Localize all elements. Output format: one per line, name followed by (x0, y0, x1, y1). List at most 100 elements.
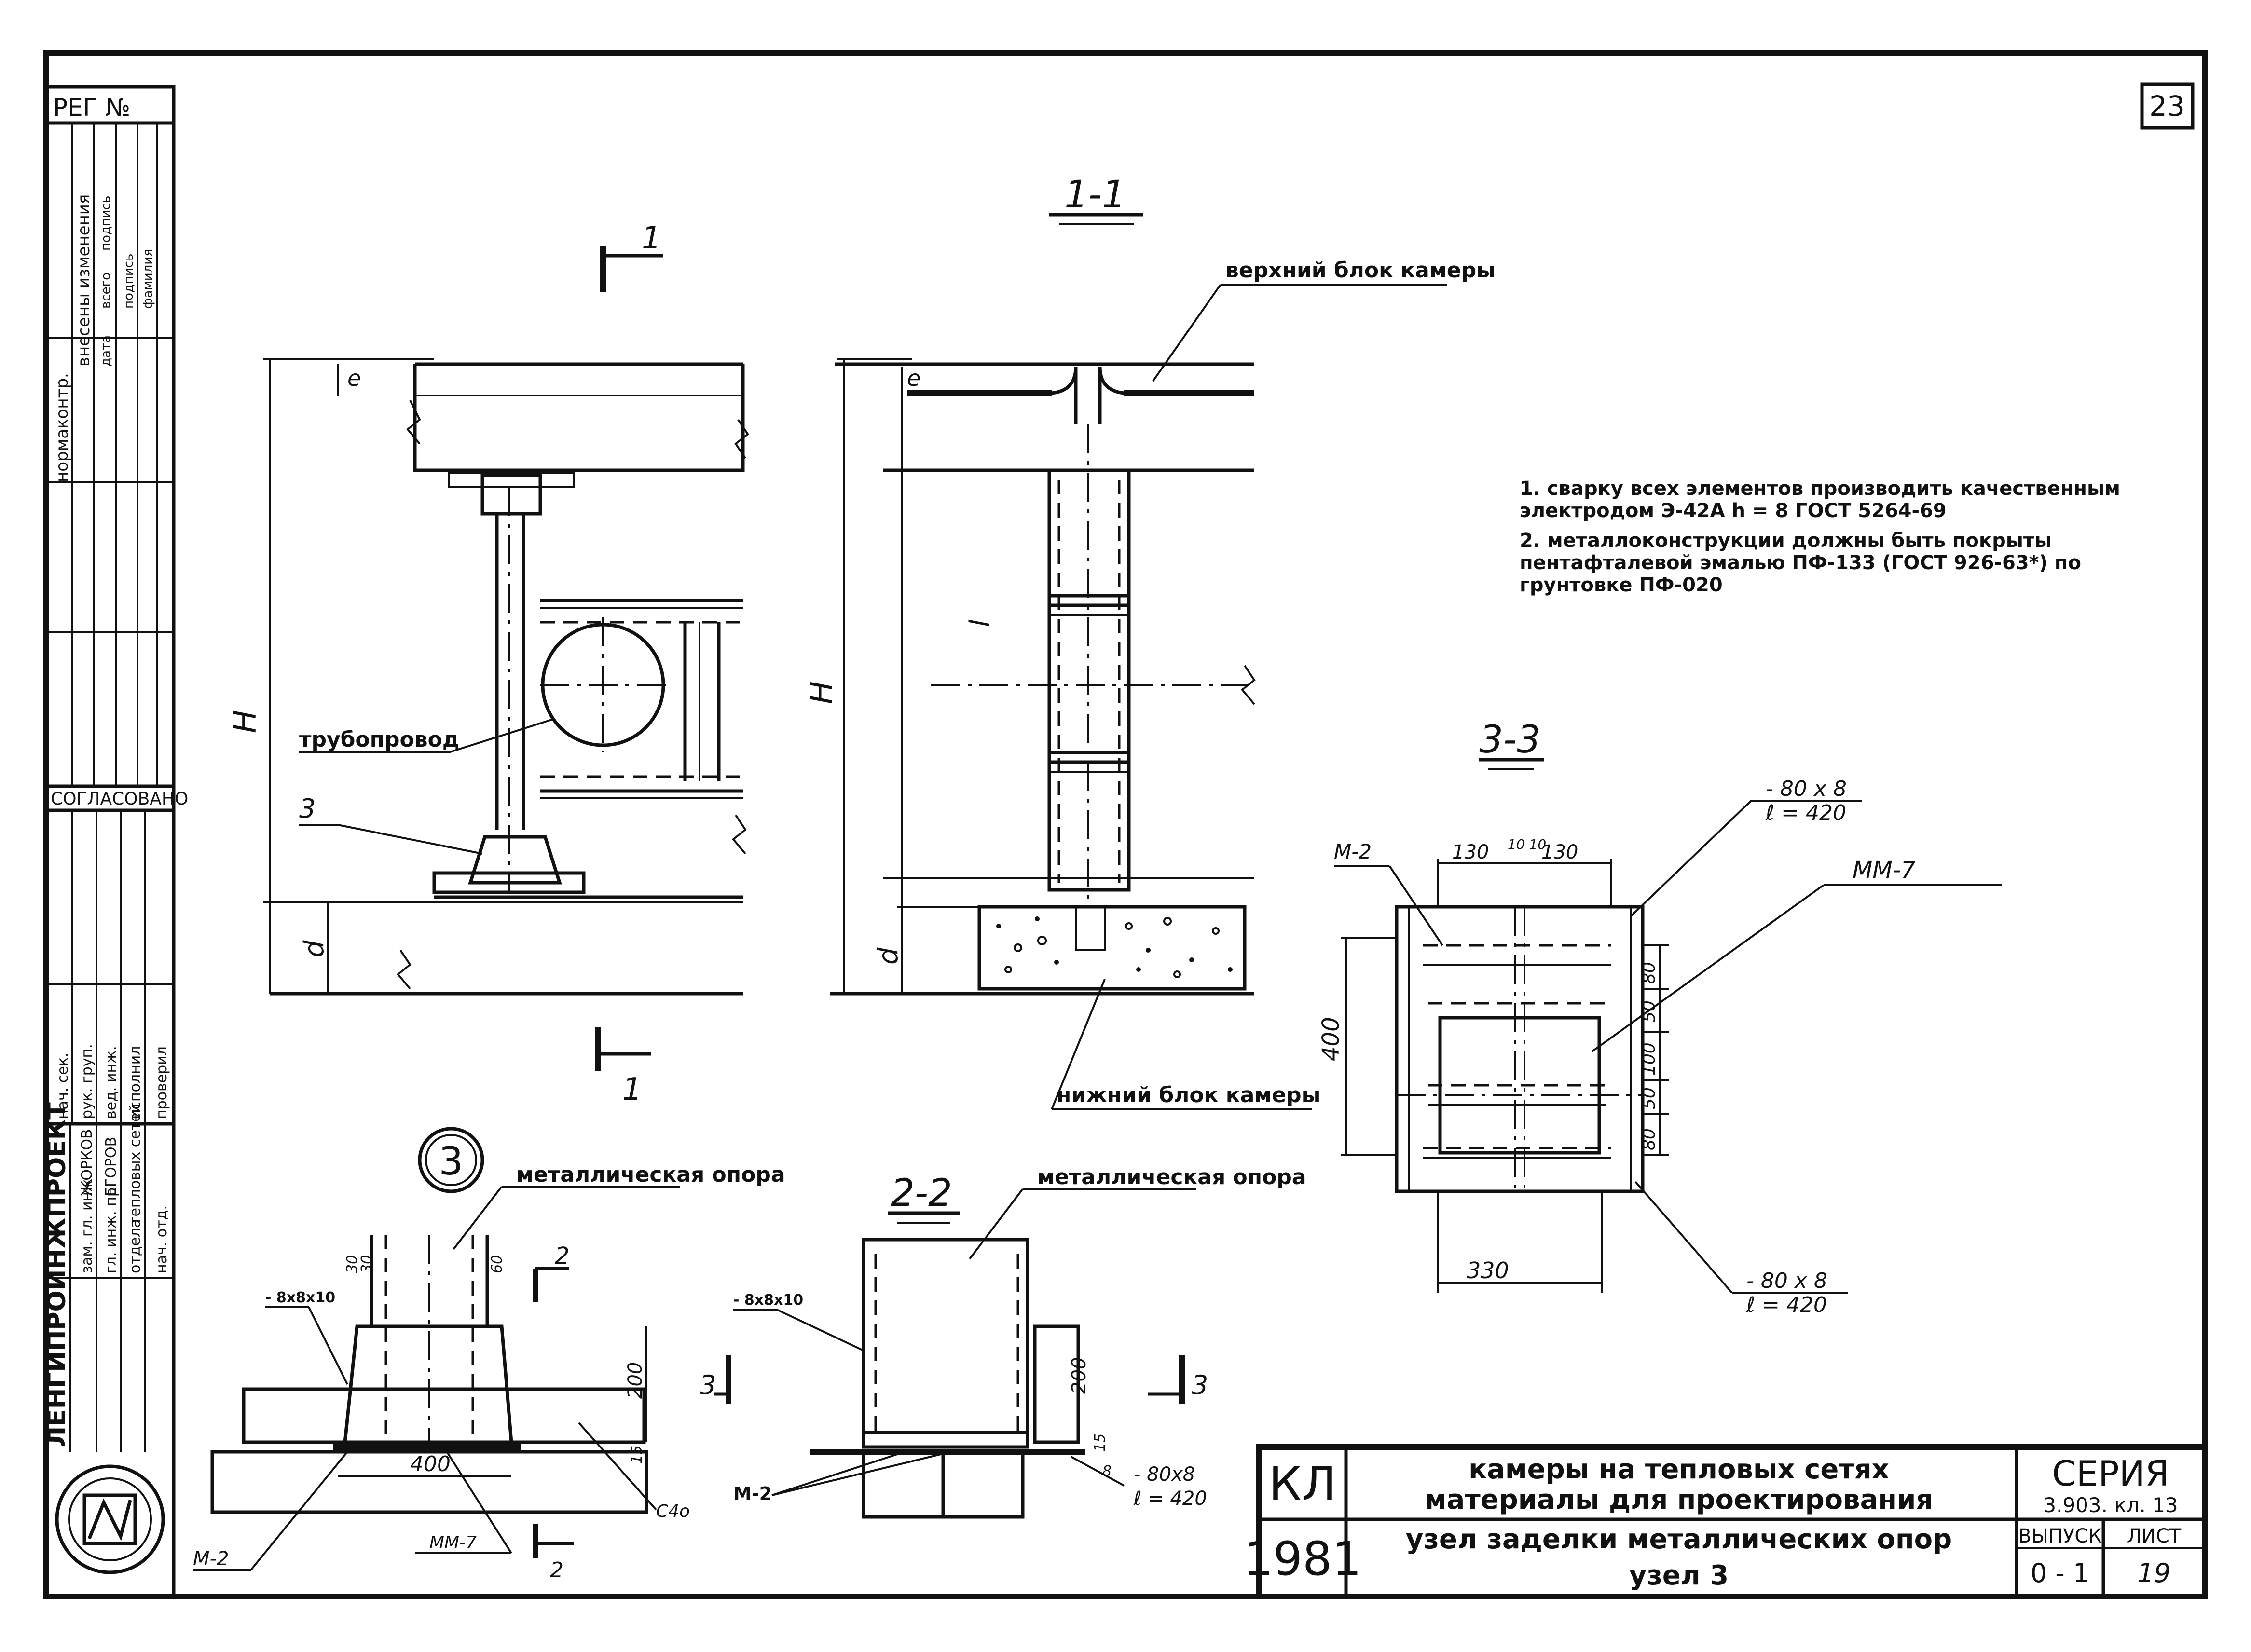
stamp-row-role: проверил (153, 1046, 170, 1119)
dim-height: 200 (624, 1362, 646, 1399)
stamp-row-role: рук. груп. (79, 1044, 96, 1119)
note-2: 2. металлоконструкции должны быть покрыт… (1520, 530, 2081, 596)
label-plate-len: ℓ = 420 (1746, 1293, 1827, 1317)
sheet-number: 23 (2149, 90, 2185, 123)
dim-d: d (299, 940, 330, 957)
change-col-sign2: подпись (122, 254, 136, 309)
cut-label: 2 (550, 1558, 563, 1583)
dept-row-role: зам. гл. инж. (79, 1174, 96, 1273)
notes: 1. сварку всех элементов производить кач… (1520, 478, 2120, 596)
dim-h: H (804, 681, 840, 704)
dept-row-role: отдела (127, 1219, 144, 1273)
dim-right: 80 (1639, 962, 1659, 984)
norm-label: нормаконтр. (53, 373, 72, 482)
section-title: 3-3 (1479, 718, 1540, 762)
label-plate-len: ℓ = 420 (1133, 1488, 1207, 1510)
title-year: 1981 (1244, 1532, 1361, 1586)
dim-small: 15 (629, 1446, 645, 1464)
change-col-date: дата (99, 335, 113, 367)
dim-base: 400 (410, 1452, 451, 1476)
agreed-label: СОГЛАСОВАНО (51, 789, 188, 809)
dim-right: 100 (1639, 1042, 1659, 1076)
label-m2: М-2 (193, 1548, 229, 1570)
label-mm7: ММ-7 (429, 1533, 477, 1553)
cut-label: 1 (622, 1072, 642, 1107)
note-1: 1. сварку всех элементов производить кач… (1520, 478, 2120, 522)
view-11-title: 1-1 (1049, 173, 1143, 225)
label-plate: - 8x8x10 (733, 1292, 803, 1309)
view-22: 2-2 металлическая опора 200 15 8 3 3 - 8… (700, 1165, 1306, 1519)
label-plate-size: - 80x8 (1134, 1463, 1195, 1486)
node-callout: 3 (299, 793, 316, 824)
title-block: КЛ 1981 камеры на тепловых сетях материа… (1244, 1444, 2208, 1599)
section-title: 1-1 (1064, 173, 1126, 217)
sheet-label: ЛИСТ (2127, 1525, 2182, 1547)
org-label: ЛЕНГИПРОИНЖПРОЕКТ (42, 1102, 71, 1447)
dim-small: 30 (344, 1255, 361, 1273)
dim-right: 80 (1639, 1128, 1659, 1150)
stamp-row-role: нач. сек. (55, 1053, 71, 1119)
issue-value: 0 - 1 (2031, 1558, 2090, 1588)
dim-height: 200 (1068, 1357, 1090, 1394)
cut-mark-bottom: 1 (595, 1027, 651, 1107)
elevation-left: e H d трубопровод 3 (228, 358, 749, 996)
series-value: 3.903. кл. 13 (2043, 1493, 2178, 1517)
cut-label: 3 (1192, 1370, 1208, 1400)
dept-row-role: гл. инж. пр. (103, 1183, 120, 1273)
dim-small: 30 (358, 1255, 375, 1273)
view-33: 3-3 400 130 10 10 130 (1318, 718, 2002, 1317)
dim-small: 15 (1092, 1434, 1109, 1452)
node-3: 3 металлическая опора 400 200 15 30 30 6… (193, 1127, 785, 1583)
label-support: металлическая опора (516, 1162, 785, 1187)
stamp-row-role: исполнил (127, 1046, 144, 1119)
label-lower-block: нижний блок камеры (1057, 1083, 1320, 1107)
dept-row-role: нач. отд. (153, 1205, 170, 1273)
dim-l: l (964, 619, 996, 627)
change-col-name: фамилия (141, 249, 155, 309)
label-c4: С4о (656, 1502, 690, 1521)
label-plate: - 80 x 8 (1746, 1269, 1827, 1293)
issue-label: ВЫПУСК (2018, 1525, 2102, 1547)
dim-bottom: 330 (1467, 1257, 1509, 1283)
cut-mark-top: 1 (600, 220, 663, 292)
change-col-sign: подпись (99, 196, 113, 251)
dim-right: 50 (1639, 1087, 1659, 1109)
dim-e: e (907, 365, 920, 391)
change-col-total: всего (99, 273, 113, 309)
sheet-frame (43, 50, 2208, 1599)
concrete-hatch (996, 916, 1233, 978)
dim-top: 10 10 (1508, 836, 1546, 852)
label-plate: - 80 x 8 (1766, 777, 1847, 801)
label-mm7: ММ-7 (1853, 857, 1916, 884)
title-line: материалы для проектирования (1425, 1484, 1934, 1515)
label-pipe: трубопровод (299, 727, 459, 752)
label-m2: М-2 (733, 1483, 772, 1504)
label-upper-block: верхний блок камеры (1225, 258, 1496, 283)
dept-row-name: ЕГОРОВ (103, 1137, 120, 1196)
dim-h: H (228, 710, 263, 733)
dim-d: d (873, 947, 904, 965)
dim-small: 60 (489, 1255, 506, 1273)
sheet-value: 19 (2138, 1558, 2171, 1588)
label-m2: М-2 (1334, 840, 1372, 863)
dim-left: 400 (1318, 1017, 1345, 1061)
cut-label: 3 (700, 1370, 716, 1400)
section-title: 2-2 (891, 1172, 952, 1215)
node-callout: 3 (439, 1139, 464, 1184)
dept-row-name: тепловых сетей (127, 1104, 144, 1225)
sheet-number-box: 23 (2140, 82, 2195, 130)
dim-top: 130 (1541, 841, 1578, 863)
changes-header: внесены изменения (74, 194, 94, 367)
dim-top: 130 (1452, 841, 1489, 863)
label-plate: - 8x8x10 (265, 1289, 335, 1306)
elevation-right: e H d l верхний блок камеры нижний блок … (804, 258, 1496, 1110)
series-label: СЕРИЯ (2052, 1453, 2169, 1494)
cut-label: 1 (642, 220, 661, 256)
title-code: КЛ (1269, 1457, 1336, 1511)
cut-label: 2 (555, 1242, 570, 1270)
dept-row-name: ЖОРКОВ (79, 1129, 96, 1196)
reg-label: РЕГ № (53, 94, 130, 122)
subtitle-line: узел 3 (1629, 1560, 1729, 1591)
label-plate-len: ℓ = 420 (1765, 801, 1846, 825)
